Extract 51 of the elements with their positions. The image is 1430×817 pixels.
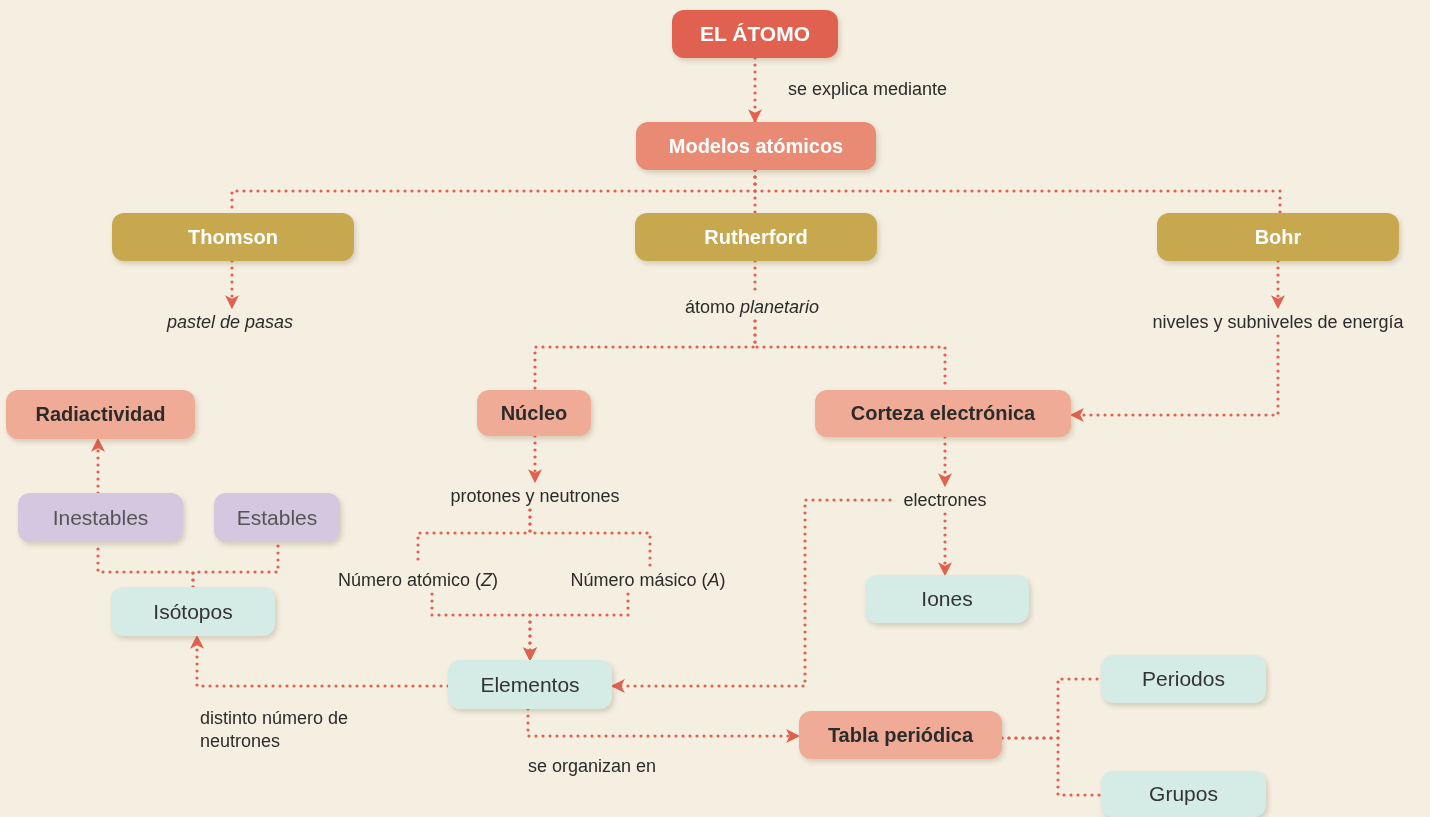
concept-text: protones y neutrones [450,485,620,507]
concept-text: electrones [903,489,987,511]
connector-arrow [1069,334,1280,422]
box-label: Tabla periódica [827,723,974,747]
box-label: Núcleo [500,401,568,425]
connector-arrow [523,592,630,662]
concept-text: átomo planetario [684,296,820,318]
box-label: Periodos [1142,667,1225,691]
concept-box [636,122,876,170]
box-label: Radiactividad [35,403,166,426]
box-label: Bohr [1254,225,1302,249]
concept-text: pastel de pasas [166,311,294,333]
connector-arrow [748,56,762,124]
concept-box [815,390,1071,437]
box-label: Elementos [480,672,580,697]
concept-box [448,660,612,709]
category-box [18,493,183,542]
concept-box [477,390,591,436]
model-box [635,213,877,261]
concept-text: Número másico (A) [570,569,726,591]
connector-arrow [225,259,239,310]
box-label: Grupos [1149,782,1218,806]
category-box [214,493,340,542]
box-label: Isótopos [153,599,233,624]
box-label: Modelos atómicos [668,134,844,158]
title-box [672,10,838,58]
box-label: Inestables [52,505,149,530]
concept-box [1101,771,1266,817]
box-label: Iones [921,587,973,611]
model-box [112,213,354,261]
connector-arrow [938,512,952,577]
connector-arrow [190,634,450,688]
box-label: Thomson [188,225,278,249]
box-label: Corteza electrónica [850,402,1036,425]
concept-box [1101,655,1266,703]
model-box [1157,213,1399,261]
connector-arrow [938,435,952,488]
box-label: Estables [236,505,318,530]
connector-arrow [526,707,801,743]
connector-arrow [1271,259,1285,310]
connector-arrow [610,498,892,693]
concept-box [799,711,1002,759]
concept-text: niveles y subniveles de energía [1152,311,1404,333]
box-label: Rutherford [704,225,808,249]
concept-box [865,575,1029,623]
box-label: EL ÁTOMO [699,22,811,46]
concept-box [6,390,195,439]
concept-text: Número atómico (Z) [337,569,498,591]
concept-box [111,587,275,636]
connector-arrow [528,434,542,484]
connector-arrow [91,437,105,495]
